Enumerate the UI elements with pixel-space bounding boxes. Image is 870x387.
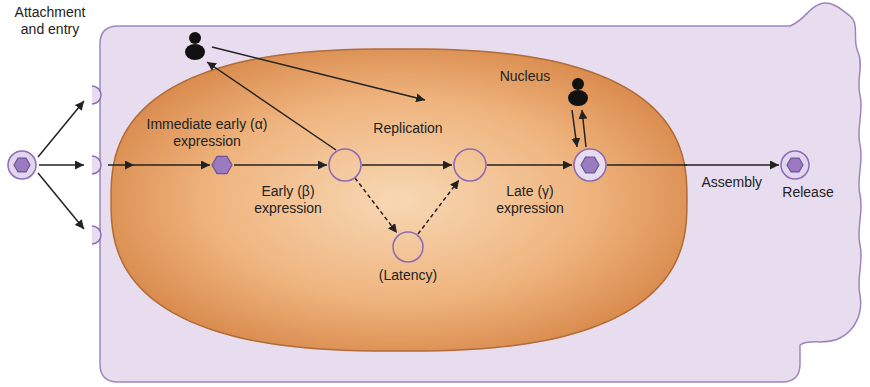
virion-outline <box>7 150 37 180</box>
capsid-hexagon <box>787 158 803 172</box>
capsid-hexagon <box>14 158 30 172</box>
entry-arrow <box>39 164 84 166</box>
receptor-cup <box>92 86 101 104</box>
nucleus-shape <box>111 49 687 351</box>
stage-label: Late (γ) expression <box>485 183 575 217</box>
protein-icon <box>572 78 584 90</box>
entry-arrow <box>38 101 84 157</box>
edge-label: Assembly <box>701 174 762 191</box>
latency-node: (Latency) <box>392 231 424 263</box>
step-label: Release <box>782 184 833 201</box>
released-virion-node: Release <box>780 150 810 180</box>
stage-label: Immediate early (α) expression <box>132 116 282 150</box>
stage-label: Early (β) expression <box>243 183 333 217</box>
stage-arrow <box>234 164 327 166</box>
protein-icon <box>185 44 205 60</box>
virion-outline <box>780 150 810 180</box>
capsid-circle <box>574 149 606 181</box>
capsid-hexagon <box>212 156 232 173</box>
virion-envelope <box>8 151 36 179</box>
receptor-cup <box>92 226 101 244</box>
step-heading: Attachment and entry <box>5 4 95 38</box>
nucleus-node: Nucleus (Latency) <box>110 48 688 352</box>
entry-arrow <box>38 173 84 229</box>
protein-icon <box>189 32 201 44</box>
stage-label: Replication <box>373 120 442 137</box>
virion-envelope <box>781 151 809 179</box>
stage-arrow <box>362 164 452 166</box>
protein-icon <box>568 90 588 106</box>
nucleus-outline <box>110 48 688 352</box>
uncoating-arrow <box>134 164 210 166</box>
receptor-cup <box>92 156 101 174</box>
uncoating-arrow <box>108 164 134 166</box>
capsid-hexagon <box>581 157 599 173</box>
latent-genome-circle <box>393 232 423 262</box>
compartment-label: Nucleus <box>500 68 551 85</box>
assembly-line <box>607 164 687 166</box>
virion-node: Attachment and entry <box>7 150 37 180</box>
connector-arrow <box>685 164 779 166</box>
phase-label: (Latency) <box>379 267 437 284</box>
cell-membrane <box>100 3 861 382</box>
stage-arrow <box>487 164 572 166</box>
ring-outline <box>392 231 424 263</box>
